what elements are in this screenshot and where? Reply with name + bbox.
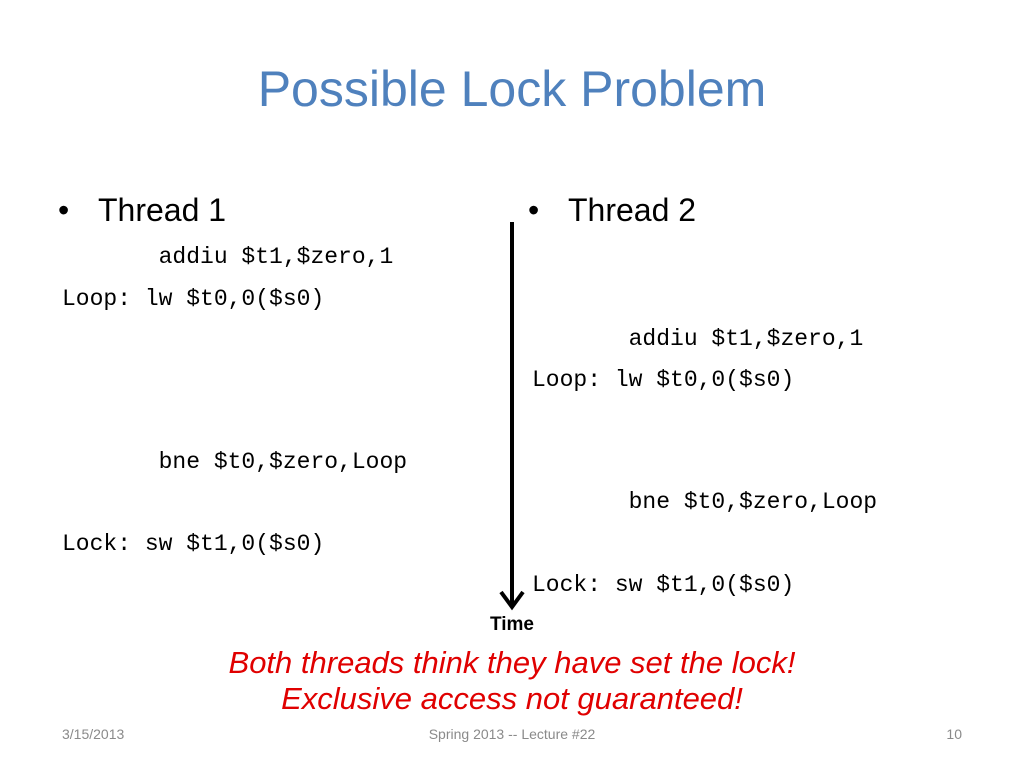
footer-date: 3/15/2013 bbox=[62, 726, 125, 742]
thread1-code-line: Loop: lw $t0,0($s0) bbox=[62, 286, 325, 312]
thread2-code-line: Loop: lw $t0,0($s0) bbox=[532, 367, 795, 393]
thread1-code-line: addiu $t1,$zero,1 bbox=[62, 244, 394, 270]
bullet-icon: • bbox=[58, 192, 70, 228]
thread1-heading: • Thread 1 bbox=[58, 194, 226, 226]
thread1-code-line: Lock: sw $t1,0($s0) bbox=[62, 531, 325, 557]
thread2-heading-text: Thread 2 bbox=[568, 192, 697, 228]
time-label: Time bbox=[489, 614, 534, 635]
footer-page-number: 10 bbox=[946, 726, 962, 742]
warning-line: Exclusive access not guaranteed! bbox=[281, 681, 743, 716]
thread2-code-line: Lock: sw $t1,0($s0) bbox=[532, 572, 795, 598]
bullet-icon: • bbox=[528, 192, 540, 228]
footer-lecture: Spring 2013 -- Lecture #22 bbox=[428, 726, 596, 742]
thread2-heading: • Thread 2 bbox=[528, 194, 696, 226]
thread2-code-line: addiu $t1,$zero,1 bbox=[532, 326, 864, 352]
warning-line: Both threads think they have set the loc… bbox=[228, 645, 796, 680]
thread2-code-line: bne $t0,$zero,Loop bbox=[532, 489, 878, 515]
slide-title: Possible Lock Problem bbox=[257, 61, 767, 117]
thread1-heading-text: Thread 1 bbox=[98, 192, 227, 228]
time-arrow-icon bbox=[499, 222, 525, 611]
thread1-code-line: bne $t0,$zero,Loop bbox=[62, 449, 408, 475]
